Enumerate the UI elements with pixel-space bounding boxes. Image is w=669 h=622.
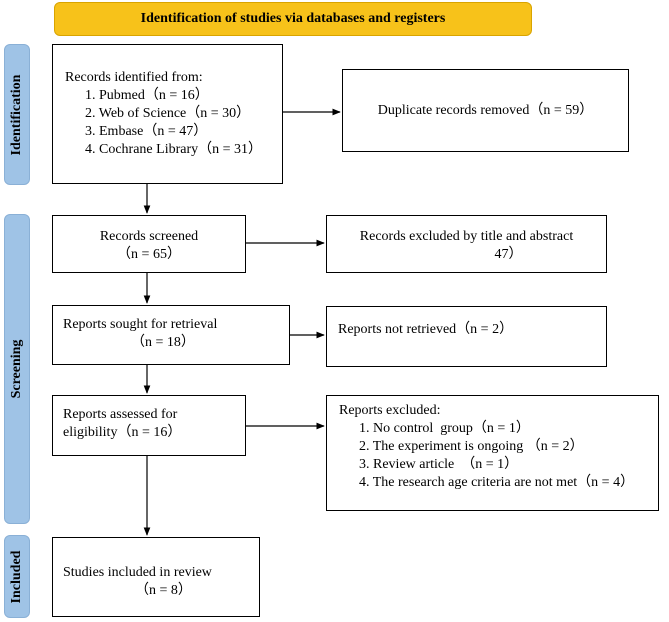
reports-assessed-line1: Reports assessed for: [63, 407, 178, 422]
duplicates-removed-box: Duplicate records removed（n = 59）: [342, 69, 629, 152]
reports-excluded-box: Reports excluded: 1. No control group（n …: [326, 395, 659, 511]
phase-screening: Screening: [4, 214, 30, 524]
reports-sought-count: （n = 18）: [131, 335, 195, 350]
records-screened-label: Records screened: [99, 229, 199, 244]
reports-not-retrieved-text: Reports not retrieved（n = 2）: [338, 322, 514, 337]
records-identified-box: Records identified from: 1. Pubmed（n = 1…: [52, 44, 283, 184]
duplicates-removed-text: Duplicate records removed（n = 59）: [377, 102, 594, 118]
phase-identification: Identification: [4, 44, 30, 185]
excluded-reason-ongoing: 2. The experiment is ongoing （n = 2）: [359, 439, 584, 454]
excluded-reason-review: 3. Review article （n = 1）: [359, 457, 519, 472]
studies-included-count: （n = 8）: [135, 583, 192, 598]
source-web-of-science: 2. Web of Science（n = 30）: [85, 106, 251, 121]
header-banner: Identification of studies via databases …: [54, 2, 532, 36]
header-title: Identification of studies via databases …: [140, 11, 446, 26]
source-embase: 3. Embase（n = 47）: [85, 124, 208, 139]
records-excluded-title-count: 47）: [494, 247, 523, 262]
records-identified-title: Records identified from:: [65, 70, 203, 85]
source-cochrane: 4. Cochrane Library（n = 31）: [85, 142, 263, 157]
excluded-reason-no-control: 1. No control group（n = 1）: [359, 421, 530, 436]
reports-assessed-line2: eligibility（n = 16）: [63, 425, 182, 440]
studies-included-label: Studies included in review: [63, 565, 212, 580]
records-screened-count: （n = 65）: [117, 247, 181, 262]
records-excluded-title-box: Records excluded by title and abstract 4…: [326, 215, 607, 273]
records-screened-box: Records screened （n = 65）: [52, 215, 246, 273]
source-pubmed: 1. Pubmed（n = 16）: [85, 88, 209, 103]
reports-excluded-title: Reports excluded:: [339, 403, 441, 418]
reports-not-retrieved-box: Reports not retrieved（n = 2）: [326, 306, 607, 367]
records-excluded-title-label: Records excluded by title and abstract: [359, 229, 574, 244]
phase-included: Included: [4, 535, 30, 618]
excluded-reason-age: 4. The research age criteria are not met…: [359, 475, 635, 490]
reports-sought-label: Reports sought for retrieval: [63, 317, 218, 332]
studies-included-box: Studies included in review （n = 8）: [52, 537, 260, 617]
reports-assessed-box: Reports assessed for eligibility（n = 16）: [52, 395, 246, 456]
reports-sought-box: Reports sought for retrieval （n = 18）: [52, 305, 290, 365]
